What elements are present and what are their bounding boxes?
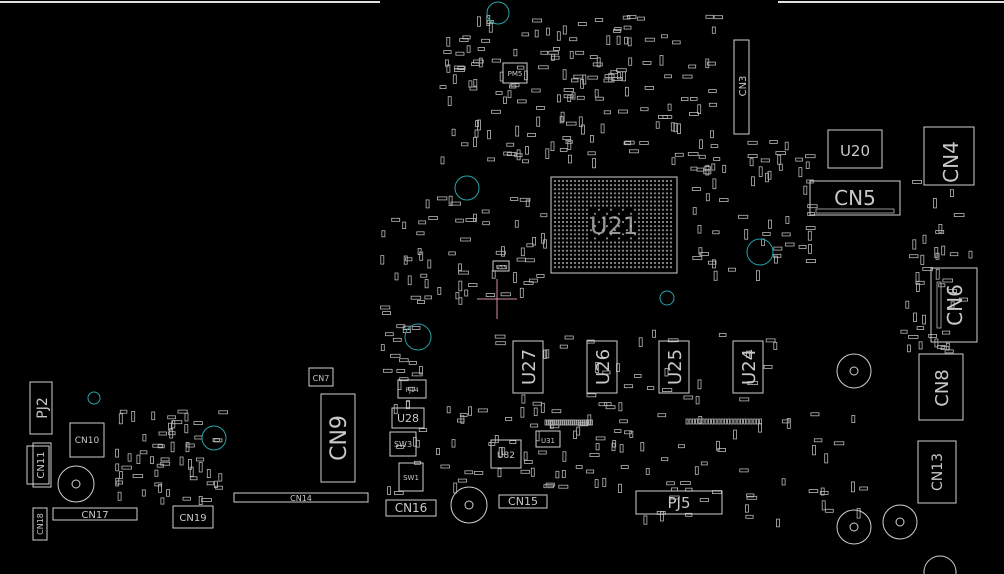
cn14-label: CN14 [290,494,312,503]
cn15-connector[interactable]: CN15 [498,494,548,509]
mounting-hole [454,175,480,201]
mounting-hole [87,391,101,405]
u82-chip[interactable]: U82 [490,439,522,469]
cn18-connector[interactable]: CN18 [32,507,48,541]
u27-memory-chip[interactable]: U27 [512,340,544,394]
cn9-label: CN9 [327,415,352,461]
u33-label: U33 [496,265,506,271]
screw-boss [450,486,488,524]
crosshair-icon [477,279,517,319]
sw3-label: SW3 [394,440,412,449]
u28-chip[interactable]: U28 [391,407,425,429]
cn17-connector[interactable]: CN17 [52,507,138,521]
cn6-connector[interactable]: CN6 [930,267,978,343]
pm5-chip[interactable]: PM5 [502,62,528,84]
cn8-label: CN8 [932,369,953,407]
mounting-hole [659,290,675,306]
cn7-label: CN7 [313,374,330,383]
mounting-hole [404,323,432,351]
cn10-connector[interactable]: CN10 [69,422,105,458]
cn16-connector[interactable]: CN16 [385,499,437,517]
u24-memory-chip[interactable]: U24 [732,340,764,394]
u25-memory-chip[interactable]: U25 [658,340,690,394]
u26-memory-chip[interactable]: U26 [586,340,618,394]
cn15-label: CN15 [508,495,538,508]
screw-boss [882,504,918,540]
u26-label: U26 [593,349,614,385]
cn19-connector[interactable]: CN19 [172,505,214,529]
cn6-label: CN6 [943,284,967,326]
u27-label: U27 [519,349,540,385]
cn11-label: CN11 [36,451,47,478]
u20-label: U20 [840,142,870,160]
u20-chip[interactable]: U20 [827,129,883,169]
sw1-label: SW1 [403,474,419,482]
cn14-connector[interactable]: CN14 [233,492,369,503]
cn13-label: CN13 [930,453,946,491]
cn7-connector[interactable]: CN7 [308,367,334,387]
cn9-connector[interactable]: CN9 [320,393,356,483]
pj2-connector[interactable]: PJ2 [29,381,53,435]
u28-label: U28 [397,412,419,425]
cn13-connector[interactable]: CN13 [917,440,957,504]
u31-chip[interactable]: U31 [535,430,561,448]
u25-label: U25 [665,349,686,385]
mounting-hole [486,1,510,25]
cn5-connector[interactable]: CN5 [809,180,901,216]
cn5-label: CN5 [834,186,876,210]
pj14-label: PJ14 [405,387,418,394]
u33-chip[interactable]: U33 [492,260,510,272]
u21-bga-chip[interactable]: U21 [550,176,678,274]
pm5-label: PM5 [508,70,523,78]
cn4-label: CN4 [939,141,963,183]
component-pads [115,14,973,528]
cn18-label: CN18 [36,513,45,535]
sw3-switch[interactable]: SW3 [389,431,417,457]
screw-boss [836,509,872,545]
cn3-connector[interactable]: CN3 [733,39,750,135]
u82-label: U82 [497,451,515,461]
pj14-connector[interactable]: PJ14 [397,379,427,399]
mounting-hole [746,238,774,266]
cn10-label: CN10 [75,436,100,446]
u21-ball-grid [553,179,673,269]
cn17-label: CN17 [81,510,108,521]
cn4-connector[interactable]: CN4 [923,126,975,186]
cn8-connector[interactable]: CN8 [918,353,964,421]
cn19-label: CN19 [179,513,206,524]
pj5-label: PJ5 [667,494,690,512]
mounting-hole [201,425,227,451]
pj2-label: PJ2 [35,397,51,418]
cn11-connector[interactable]: CN11 [26,442,52,488]
pj5-connector[interactable]: PJ5 [635,490,723,515]
cn3-label: CN3 [738,76,749,97]
cn16-label: CN16 [395,501,428,515]
u31-label: U31 [541,437,555,445]
u21-label: U21 [590,212,638,240]
u24-label: U24 [739,349,760,385]
screw-boss [57,465,95,503]
screw-boss [836,353,872,389]
sw1-switch[interactable]: SW1 [398,462,424,492]
screw-boss [923,555,957,574]
